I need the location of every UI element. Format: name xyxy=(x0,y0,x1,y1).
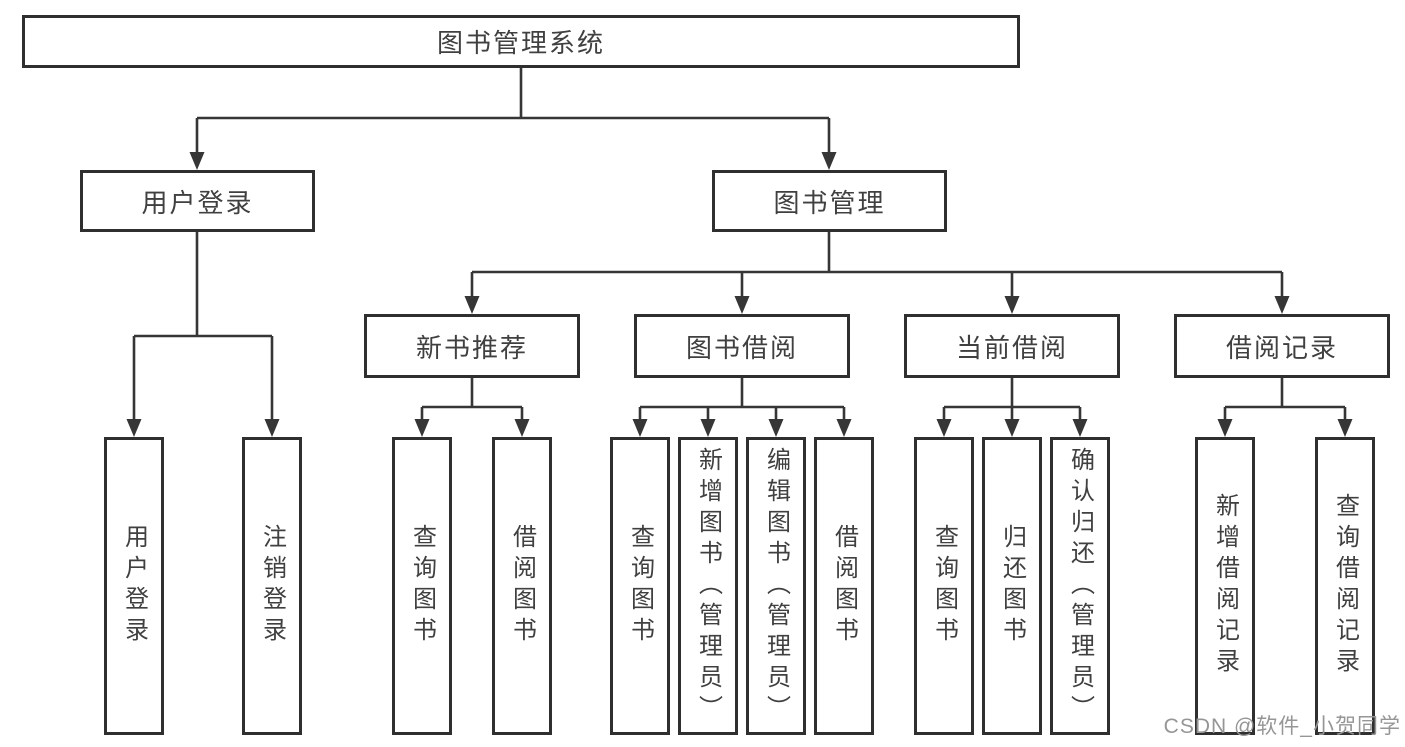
arrow-down-icon xyxy=(632,419,648,437)
node-label: 借阅图书 xyxy=(830,524,858,648)
arrow-down-icon xyxy=(700,419,716,437)
node-label: 用户登录 xyxy=(120,524,148,648)
arrow-down-icon xyxy=(1004,419,1020,437)
node-label: 确认归还（管理员） xyxy=(1066,446,1094,726)
node-borrow-records: 借阅记录 xyxy=(1174,314,1390,378)
node-label: 查询借阅记录 xyxy=(1331,493,1359,679)
arrow-down-icon xyxy=(1072,419,1088,437)
arrow-down-icon xyxy=(189,152,205,170)
arrow-down-icon xyxy=(836,419,852,437)
arrow-down-icon xyxy=(1274,296,1290,314)
node-label: 查询图书 xyxy=(626,524,654,648)
leaf-borrow-books: 借阅图书 xyxy=(814,437,874,735)
node-label: 图书借阅 xyxy=(685,332,798,363)
leaf-return-books: 归还图书 xyxy=(982,437,1042,735)
arrow-down-icon xyxy=(514,419,530,437)
node-label: 查询图书 xyxy=(408,524,436,648)
node-label: 用户登录 xyxy=(141,187,254,218)
node-label: 归还图书 xyxy=(998,524,1026,648)
leaf-query-borrow-record: 查询借阅记录 xyxy=(1315,437,1375,735)
node-user-login: 用户登录 xyxy=(80,170,315,232)
arrow-down-icon xyxy=(768,419,784,437)
node-book-borrow: 图书借阅 xyxy=(634,314,850,378)
node-label: 新增图书（管理员） xyxy=(694,446,722,726)
leaf-query-books-recommend: 查询图书 xyxy=(392,437,452,735)
arrow-down-icon xyxy=(734,296,750,314)
csdn-watermark: CSDN @软件_小贺同学 xyxy=(1163,715,1401,738)
node-label: 图书管理 xyxy=(773,187,886,218)
node-label: 查询图书 xyxy=(930,524,958,648)
node-new-book-recommend: 新书推荐 xyxy=(364,314,580,378)
node-label: 注销登录 xyxy=(258,524,286,648)
leaf-logout: 注销登录 xyxy=(242,437,302,735)
node-book-management: 图书管理 xyxy=(712,170,947,232)
node-label: 新书推荐 xyxy=(415,332,528,363)
arrow-down-icon xyxy=(264,419,280,437)
arrow-down-icon xyxy=(1337,419,1353,437)
leaf-add-books-admin: 新增图书（管理员） xyxy=(678,437,738,735)
arrow-down-icon xyxy=(1004,296,1020,314)
node-label: 新增借阅记录 xyxy=(1211,493,1239,679)
node-label: 借阅记录 xyxy=(1225,332,1338,363)
arrow-down-icon xyxy=(126,419,142,437)
node-label: 借阅图书 xyxy=(508,524,536,648)
leaf-borrow-books-recommend: 借阅图书 xyxy=(492,437,552,735)
node-label: 图书管理系统 xyxy=(436,28,605,58)
node-label: 当前借阅 xyxy=(955,332,1068,363)
arrow-down-icon xyxy=(936,419,952,437)
leaf-query-books-current: 查询图书 xyxy=(914,437,974,735)
leaf-edit-books-admin: 编辑图书（管理员） xyxy=(746,437,806,735)
leaf-query-books-borrow: 查询图书 xyxy=(610,437,670,735)
leaf-user-login: 用户登录 xyxy=(104,437,164,735)
leaf-add-borrow-record: 新增借阅记录 xyxy=(1195,437,1255,735)
arrow-down-icon xyxy=(1217,419,1233,437)
node-root: 图书管理系统 xyxy=(22,15,1020,68)
node-label: 编辑图书（管理员） xyxy=(762,446,790,726)
node-current-borrow: 当前借阅 xyxy=(904,314,1120,378)
connector-path xyxy=(132,68,1347,421)
arrow-down-icon xyxy=(414,419,430,437)
leaf-confirm-return-admin: 确认归还（管理员） xyxy=(1050,437,1110,735)
arrow-down-icon xyxy=(821,152,837,170)
arrow-down-icon xyxy=(464,296,480,314)
